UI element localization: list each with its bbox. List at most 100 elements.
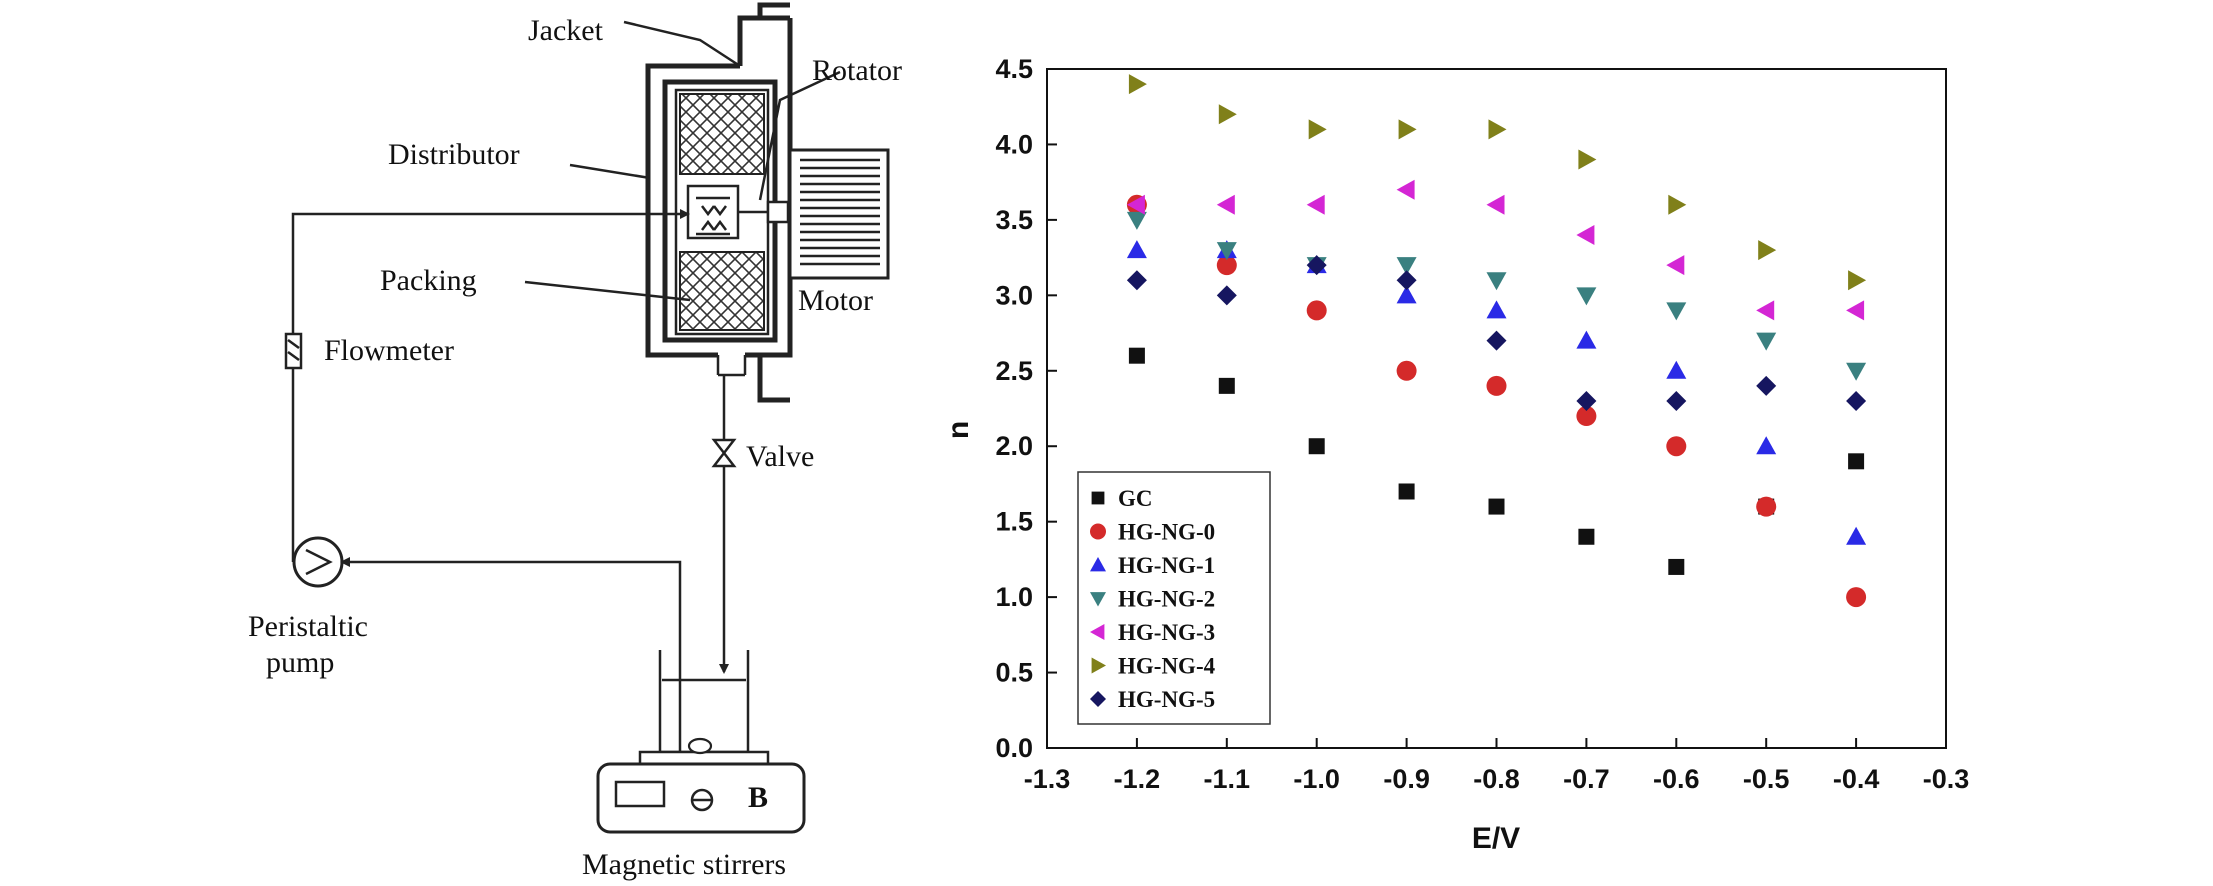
y-tick-label: 0.5 bbox=[995, 658, 1033, 688]
data-point bbox=[1486, 194, 1505, 215]
x-tick-label: -1.3 bbox=[1024, 764, 1071, 794]
apparatus-diagram: Jacket Rotator Distributor Packing Motor… bbox=[248, 2, 902, 881]
data-point bbox=[1756, 375, 1777, 396]
data-point bbox=[1576, 330, 1597, 349]
data-point bbox=[1126, 270, 1147, 291]
data-point bbox=[1216, 194, 1235, 215]
label-magnetic-stirrers: Magnetic stirrers bbox=[582, 848, 786, 881]
data-point bbox=[1758, 240, 1777, 261]
label-packing: Packing bbox=[380, 264, 477, 297]
series-hg-ng-3 bbox=[1126, 179, 1865, 321]
legend-marker bbox=[1090, 691, 1106, 707]
flowmeter bbox=[284, 332, 303, 370]
data-point bbox=[1218, 377, 1235, 394]
data-point bbox=[1486, 272, 1507, 291]
data-point bbox=[1578, 528, 1595, 545]
label-jacket: Jacket bbox=[528, 14, 604, 47]
data-point bbox=[1306, 255, 1327, 276]
legend-label: HG-NG-4 bbox=[1118, 654, 1216, 679]
data-point bbox=[1488, 498, 1505, 515]
rotator-coupling bbox=[766, 200, 790, 224]
data-point bbox=[1666, 360, 1687, 379]
x-tick-label: -1.0 bbox=[1293, 764, 1340, 794]
peristaltic-pump bbox=[292, 536, 344, 588]
y-tick-label: 2.5 bbox=[995, 356, 1033, 386]
data-point bbox=[1756, 496, 1777, 517]
data-point bbox=[1846, 362, 1867, 381]
legend-label: HG-NG-2 bbox=[1118, 587, 1215, 612]
y-axis: 0.00.51.01.52.02.53.03.54.04.5 bbox=[995, 54, 1057, 763]
data-point bbox=[1668, 558, 1685, 575]
data-point bbox=[1398, 483, 1415, 500]
data-point bbox=[1576, 287, 1597, 306]
label-flowmeter: Flowmeter bbox=[324, 334, 454, 367]
y-tick-label: 0.0 bbox=[995, 733, 1033, 763]
legend-marker bbox=[1091, 491, 1105, 505]
data-point bbox=[1396, 360, 1417, 381]
data-point bbox=[1578, 149, 1597, 170]
data-point bbox=[1486, 375, 1507, 396]
valve-icon bbox=[711, 438, 737, 468]
legend-label: HG-NG-0 bbox=[1118, 520, 1215, 545]
legend-label: HG-NG-3 bbox=[1118, 620, 1215, 645]
label-stirrer-mark: B bbox=[748, 781, 768, 814]
x-tick-label: -1.2 bbox=[1114, 764, 1161, 794]
data-point bbox=[1216, 285, 1237, 306]
data-point bbox=[1846, 390, 1867, 411]
data-point bbox=[1486, 330, 1507, 351]
data-point bbox=[1666, 255, 1685, 276]
label-rotator: Rotator bbox=[812, 54, 902, 87]
data-points bbox=[1126, 74, 1867, 608]
label-pump-line2: pump bbox=[266, 646, 334, 679]
x-tick-label: -0.8 bbox=[1473, 764, 1520, 794]
data-point bbox=[1398, 119, 1417, 140]
data-point bbox=[1848, 270, 1867, 291]
legend-label: HG-NG-5 bbox=[1118, 687, 1215, 712]
legend-marker bbox=[1090, 523, 1106, 540]
data-point bbox=[1666, 390, 1687, 411]
data-point bbox=[1126, 194, 1145, 215]
x-tick-label: -0.6 bbox=[1653, 764, 1700, 794]
x-axis-label: E/V bbox=[1472, 822, 1520, 855]
y-tick-label: 2.0 bbox=[995, 431, 1033, 461]
data-point bbox=[1216, 242, 1237, 261]
x-axis: -1.3-1.2-1.1-1.0-0.9-0.8-0.7-0.6-0.5-0.4… bbox=[1024, 738, 1969, 794]
data-point bbox=[1308, 119, 1327, 140]
data-point bbox=[1218, 104, 1237, 125]
y-tick-label: 3.0 bbox=[995, 280, 1033, 310]
data-point bbox=[1666, 302, 1687, 321]
data-point bbox=[1126, 211, 1147, 230]
label-pump-line1: Peristaltic bbox=[248, 610, 368, 643]
data-point bbox=[1128, 74, 1147, 95]
data-point bbox=[1576, 390, 1597, 411]
data-point bbox=[1756, 332, 1777, 351]
return-line bbox=[340, 557, 682, 780]
beaker bbox=[658, 650, 750, 754]
data-point bbox=[1488, 119, 1507, 140]
x-tick-label: -0.5 bbox=[1743, 764, 1790, 794]
data-point bbox=[1126, 240, 1147, 259]
data-point bbox=[1396, 257, 1417, 276]
packing-lower bbox=[679, 251, 765, 331]
legend-marker bbox=[1090, 624, 1105, 640]
label-motor: Motor bbox=[798, 284, 873, 317]
data-point bbox=[1306, 194, 1325, 215]
data-point bbox=[1666, 436, 1687, 457]
data-point bbox=[1756, 300, 1775, 321]
y-axis-label: n bbox=[942, 421, 975, 439]
y-tick-label: 4.0 bbox=[995, 129, 1033, 159]
x-tick-label: -0.7 bbox=[1563, 764, 1610, 794]
data-point bbox=[1668, 194, 1687, 215]
data-point bbox=[1308, 438, 1325, 455]
legend-box bbox=[1077, 471, 1271, 725]
x-tick-label: -0.9 bbox=[1383, 764, 1430, 794]
data-point bbox=[1576, 406, 1597, 427]
scatter-chart: -1.3-1.2-1.1-1.0-0.9-0.8-0.7-0.6-0.5-0.4… bbox=[942, 54, 1969, 855]
jacket-outer bbox=[645, 63, 740, 358]
data-point bbox=[1396, 179, 1415, 200]
x-tick-label: -0.4 bbox=[1833, 764, 1880, 794]
data-point bbox=[1128, 347, 1145, 364]
series-hg-ng-4 bbox=[1128, 74, 1867, 291]
y-tick-label: 3.5 bbox=[995, 205, 1033, 235]
series-hg-ng-5 bbox=[1126, 255, 1867, 411]
